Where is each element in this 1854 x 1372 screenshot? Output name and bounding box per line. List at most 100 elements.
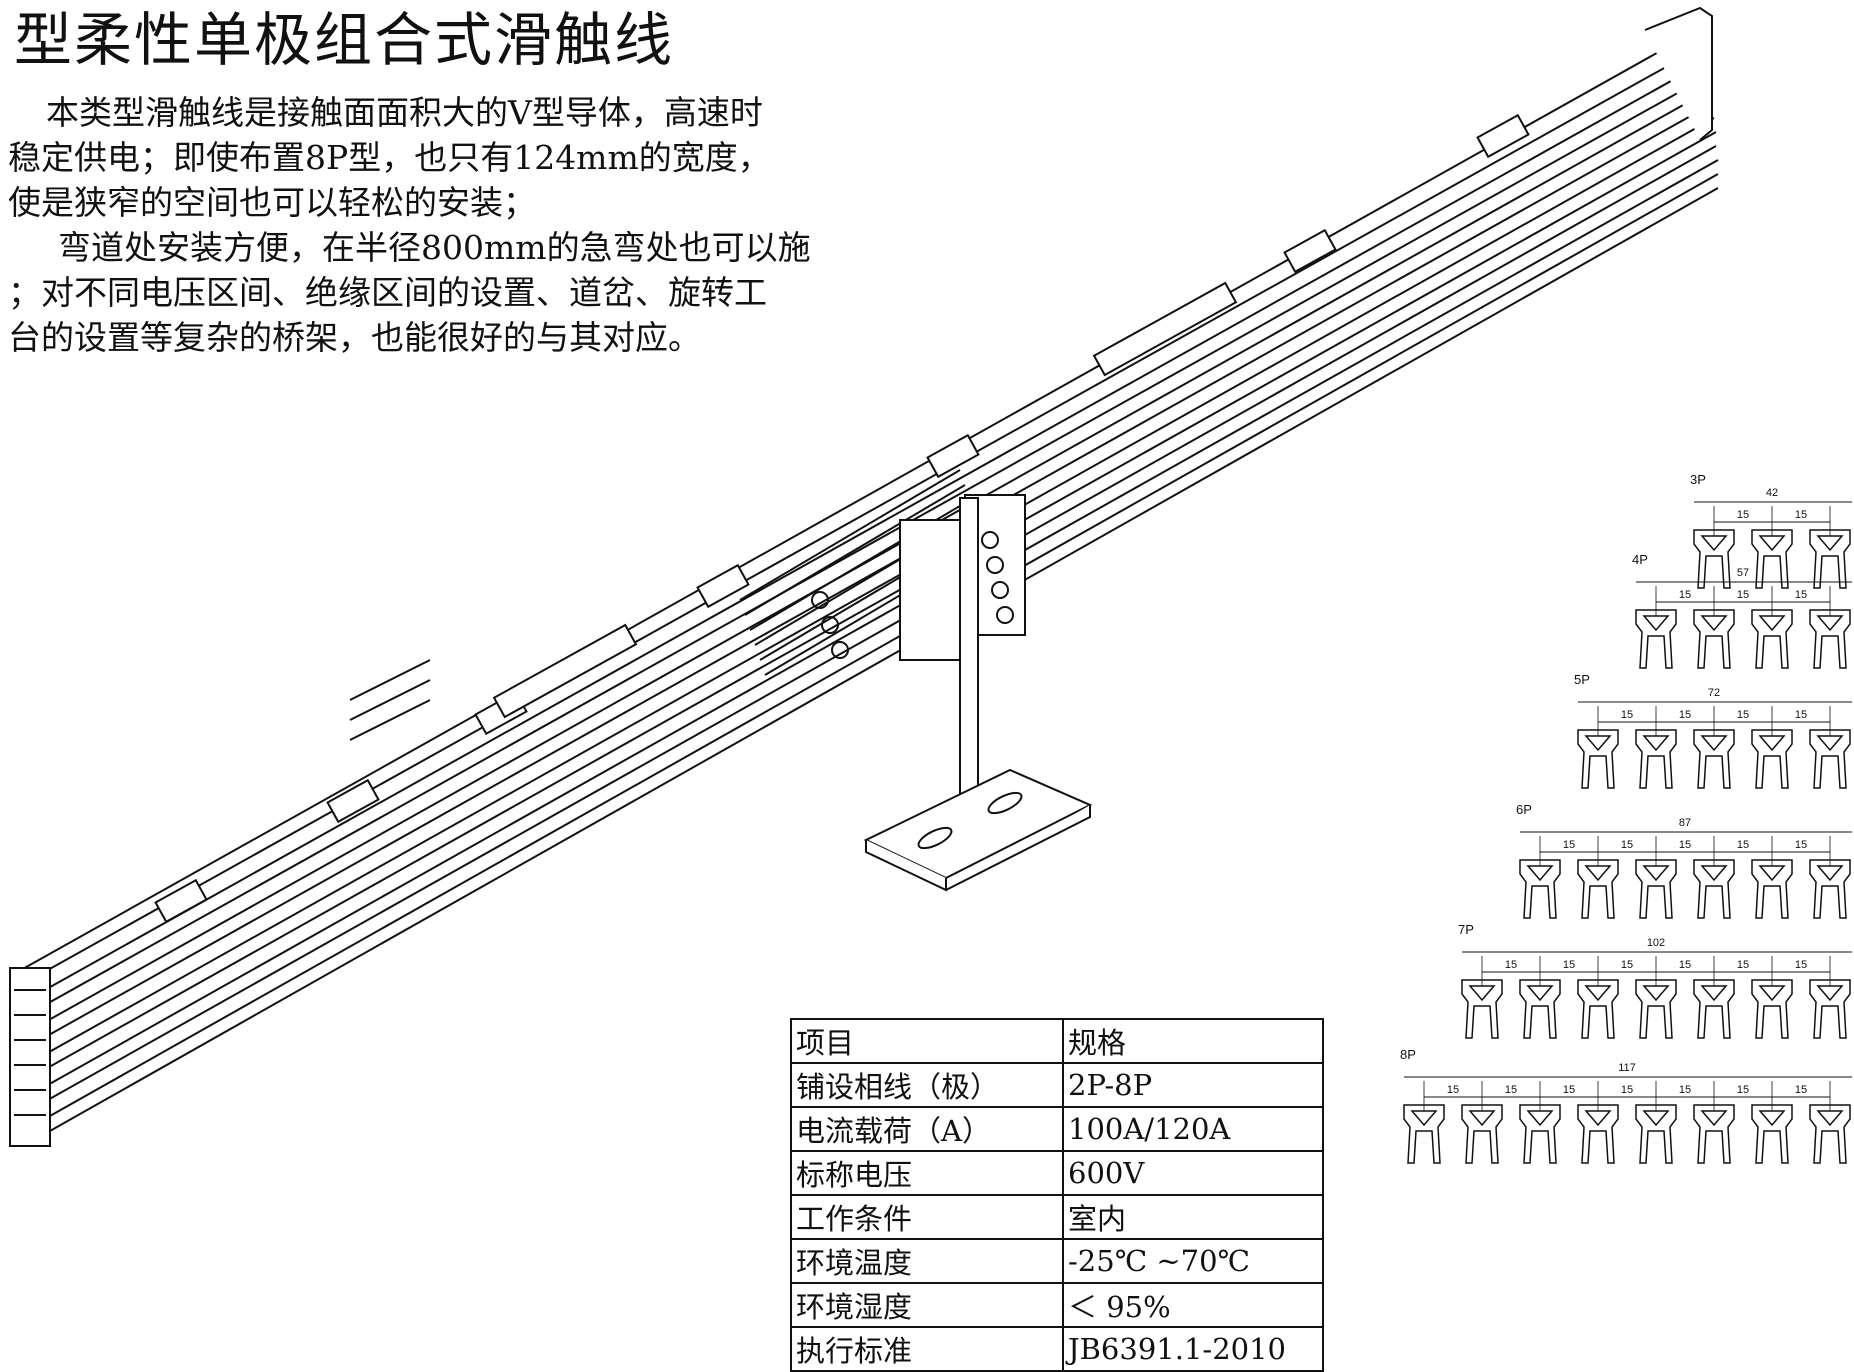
spacing-value: 15 bbox=[1447, 1084, 1459, 1096]
conductor-profile bbox=[1635, 609, 1677, 669]
conductor-profile bbox=[1577, 979, 1619, 1039]
intro-line: 使是狭窄的空间也可以轻松的安装； bbox=[8, 183, 536, 222]
conductor-profile bbox=[1751, 859, 1793, 919]
conductor-profile bbox=[1403, 1104, 1445, 1164]
conductor-profile bbox=[1751, 609, 1793, 669]
profile-label: 3P bbox=[1690, 472, 1706, 487]
spacing-value: 15 bbox=[1737, 589, 1749, 601]
conductor-bars bbox=[11, 39, 1719, 1141]
dimension-total: 117 bbox=[1618, 1062, 1636, 1074]
spacing-value: 15 bbox=[1737, 959, 1749, 971]
conductor-profile bbox=[1693, 979, 1735, 1039]
spacing-value: 15 bbox=[1621, 1084, 1633, 1096]
spacing-value: 15 bbox=[1737, 1084, 1749, 1096]
spec-key: 环境湿度 bbox=[790, 1282, 1064, 1328]
spec-key: 执行标准 bbox=[790, 1326, 1064, 1372]
conductor-profile bbox=[1519, 859, 1561, 919]
conductor-profile bbox=[1809, 729, 1851, 789]
intro-line: 本类型滑触线是接触面面积大的V型导体，高速时 bbox=[46, 93, 763, 132]
conductor-profile bbox=[1809, 609, 1851, 669]
spacing-value: 15 bbox=[1679, 709, 1691, 721]
dimension-total: 42 bbox=[1766, 487, 1778, 499]
spacing-value: 15 bbox=[1737, 509, 1749, 521]
conductor-profile bbox=[1635, 729, 1677, 789]
spacing-value: 15 bbox=[1737, 839, 1749, 851]
support-post bbox=[863, 497, 1093, 892]
spacing-value: 15 bbox=[1795, 509, 1807, 521]
end-cap-right bbox=[1644, 6, 1713, 141]
profile-label: 6P bbox=[1516, 802, 1532, 817]
spacing-value: 15 bbox=[1621, 839, 1633, 851]
spec-row: 环境湿度＜ 95% bbox=[790, 1282, 1324, 1328]
spacing-value: 15 bbox=[1795, 589, 1807, 601]
conductor-profile bbox=[1461, 1104, 1503, 1164]
conductor-profile bbox=[1635, 979, 1677, 1039]
conductor-profile bbox=[1577, 729, 1619, 789]
profile-label: 4P bbox=[1632, 552, 1648, 567]
joint-covers bbox=[492, 281, 1238, 719]
conductor-profile bbox=[1519, 979, 1561, 1039]
conductor-profile bbox=[1693, 1104, 1735, 1164]
conductor-profile bbox=[1751, 529, 1793, 589]
intro-line: 弯道处安装方便，在半径800mm的急弯处也可以施 bbox=[58, 228, 811, 267]
spacing-value: 15 bbox=[1737, 709, 1749, 721]
branch-section bbox=[739, 469, 1026, 676]
end-cap-left bbox=[9, 967, 51, 1147]
spec-key: 标称电压 bbox=[790, 1150, 1064, 1196]
spacing-value: 15 bbox=[1795, 959, 1807, 971]
conductor-profile bbox=[1693, 859, 1735, 919]
conductor-profile bbox=[1461, 979, 1503, 1039]
busbar-isometric-drawing bbox=[9, 6, 1719, 1147]
spacing-value: 15 bbox=[1621, 709, 1633, 721]
conductor-profile bbox=[1577, 1104, 1619, 1164]
conductor-profile bbox=[1809, 859, 1851, 919]
profile-label: 7P bbox=[1458, 922, 1474, 937]
spec-value: 室内 bbox=[1062, 1194, 1324, 1240]
spacing-value: 15 bbox=[1795, 709, 1807, 721]
hanger-clamps bbox=[154, 113, 1530, 924]
page-title: 型柔性单极组合式滑触线 bbox=[14, 6, 675, 74]
spec-value: 100A/120A bbox=[1062, 1106, 1324, 1152]
spacing-value: 15 bbox=[1563, 1084, 1575, 1096]
intro-line: 台的设置等复杂的桥架，也能很好的与其对应。 bbox=[8, 318, 701, 357]
spacing-value: 15 bbox=[1679, 589, 1691, 601]
spec-key: 电流载荷（A） bbox=[790, 1106, 1064, 1152]
spec-value: 2P-8P bbox=[1062, 1062, 1324, 1108]
spacing-value: 15 bbox=[1679, 839, 1691, 851]
spec-row: 环境温度-25℃ ~70℃ bbox=[790, 1238, 1324, 1284]
spacing-value: 15 bbox=[1621, 959, 1633, 971]
spacing-value: 15 bbox=[1679, 1084, 1691, 1096]
spacing-value: 15 bbox=[1795, 839, 1807, 851]
spec-key: 项目 bbox=[790, 1018, 1064, 1064]
conductor-profile bbox=[1809, 529, 1851, 589]
conductor-profile bbox=[1751, 1104, 1793, 1164]
conductor-profile bbox=[1693, 529, 1735, 589]
spec-row: 电流载荷（A）100A/120A bbox=[790, 1106, 1324, 1152]
spec-key: 工作条件 bbox=[790, 1194, 1064, 1240]
conductor-profile bbox=[1809, 979, 1851, 1039]
spec-value: JB6391.1-2010 bbox=[1062, 1326, 1324, 1372]
conductor-profile bbox=[1751, 979, 1793, 1039]
spacing-value: 15 bbox=[1563, 959, 1575, 971]
conductor-profile bbox=[1519, 1104, 1561, 1164]
dimension-total: 102 bbox=[1647, 937, 1665, 949]
spec-value: ＜ 95% bbox=[1062, 1282, 1324, 1328]
spec-row: 铺设相线（极）2P-8P bbox=[790, 1062, 1324, 1108]
spacing-value: 15 bbox=[1679, 959, 1691, 971]
spacing-value: 15 bbox=[1795, 1084, 1807, 1096]
dimension-total: 57 bbox=[1737, 567, 1749, 579]
spec-key: 铺设相线（极） bbox=[790, 1062, 1064, 1108]
spec-row: 工作条件室内 bbox=[790, 1194, 1324, 1240]
conductor-profile bbox=[1751, 729, 1793, 789]
spec-value: 600V bbox=[1062, 1150, 1324, 1196]
conductor-profile bbox=[1693, 609, 1735, 669]
conductor-profile bbox=[1635, 859, 1677, 919]
dimension-total: 87 bbox=[1679, 817, 1691, 829]
spacing-value: 15 bbox=[1563, 839, 1575, 851]
intro-line: 稳定供电；即使布置8P型，也只有124mm的宽度， bbox=[8, 138, 771, 177]
